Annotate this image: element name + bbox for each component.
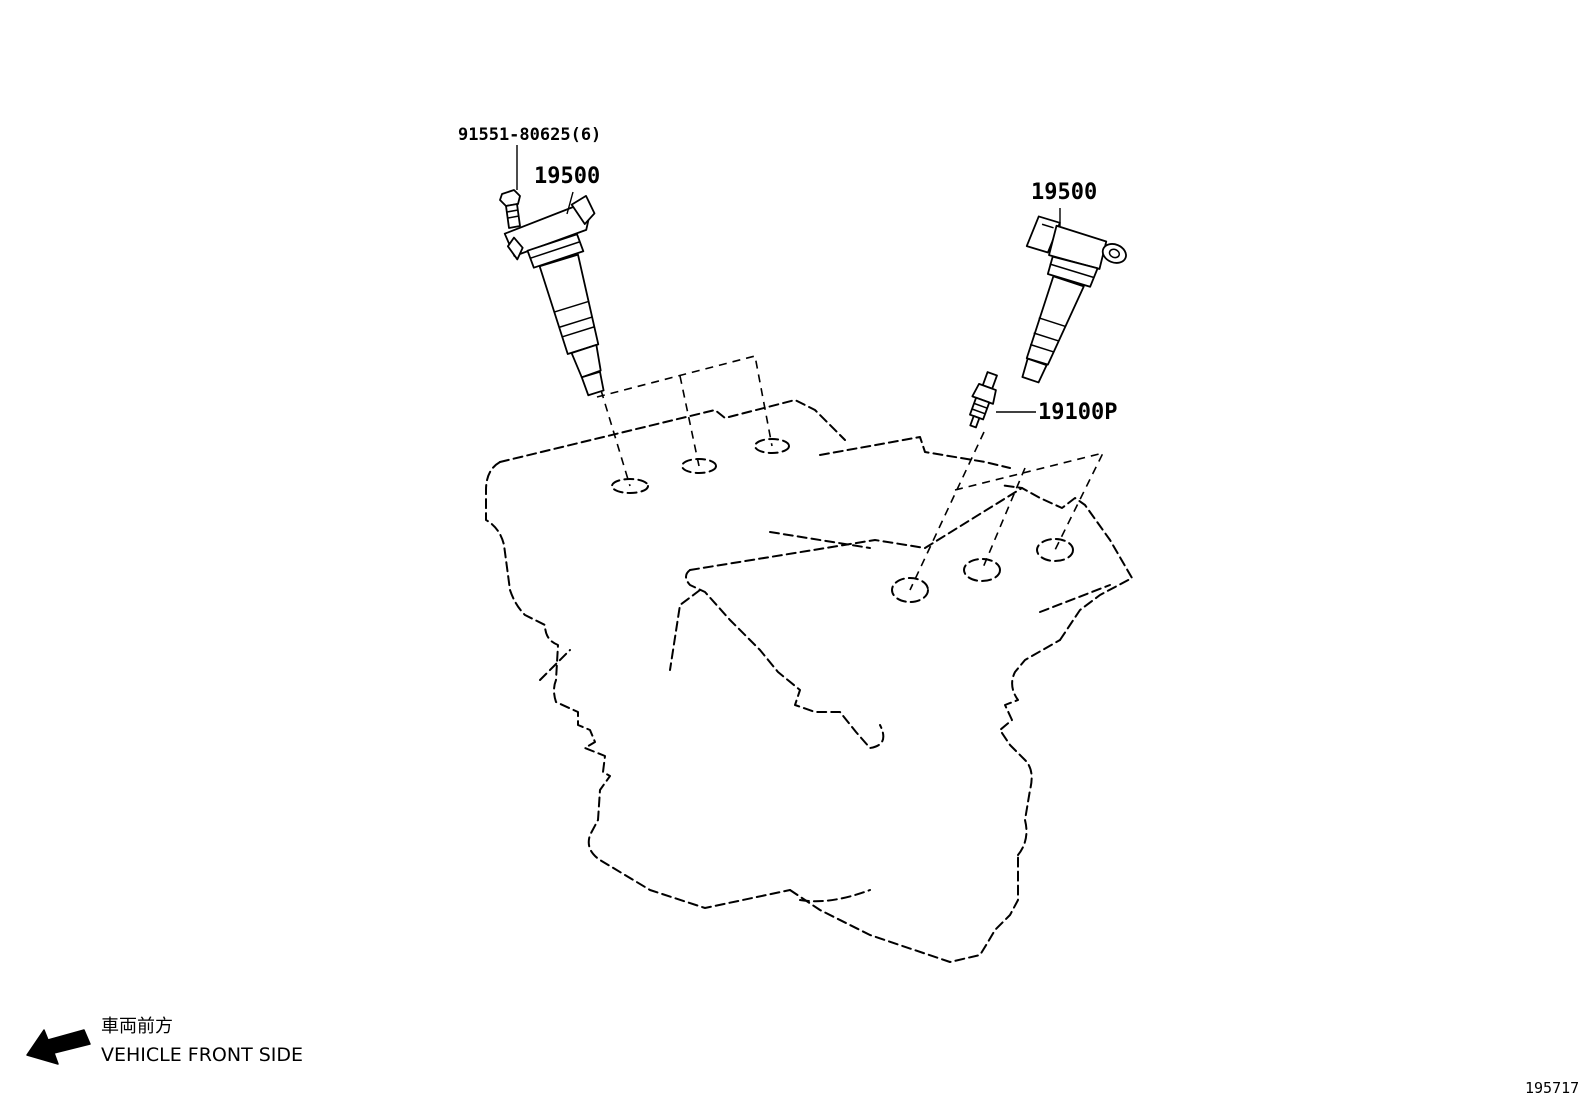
- coil-left-part-number: 19500: [534, 164, 600, 189]
- vehicle-front-direction-indicator: 車両前方 VEHICLE FRONT SIDE: [26, 1016, 303, 1066]
- coil-right-part-number: 19500: [1031, 180, 1097, 205]
- illustration-id: 195717: [1525, 1079, 1579, 1097]
- rear-bank-guide-lines: [596, 355, 773, 487]
- leader-lines: [516, 145, 1061, 413]
- direction-label-japanese: 車両前方: [101, 1016, 173, 1037]
- bolt-part-number: 91551-80625(6): [458, 125, 601, 145]
- engine-outline: [485, 399, 1133, 963]
- direction-label-english: VEHICLE FRONT SIDE: [101, 1044, 303, 1066]
- ignition-coil-left: [503, 195, 605, 397]
- spark-plug: [969, 371, 998, 429]
- front-bank-guide-lines: [909, 431, 1105, 591]
- front-direction-arrow-icon: [26, 1029, 91, 1065]
- spark-plug-part-number: 19100P: [1038, 400, 1117, 425]
- bolt: [499, 189, 521, 229]
- ignition-coil-right: [1021, 215, 1127, 384]
